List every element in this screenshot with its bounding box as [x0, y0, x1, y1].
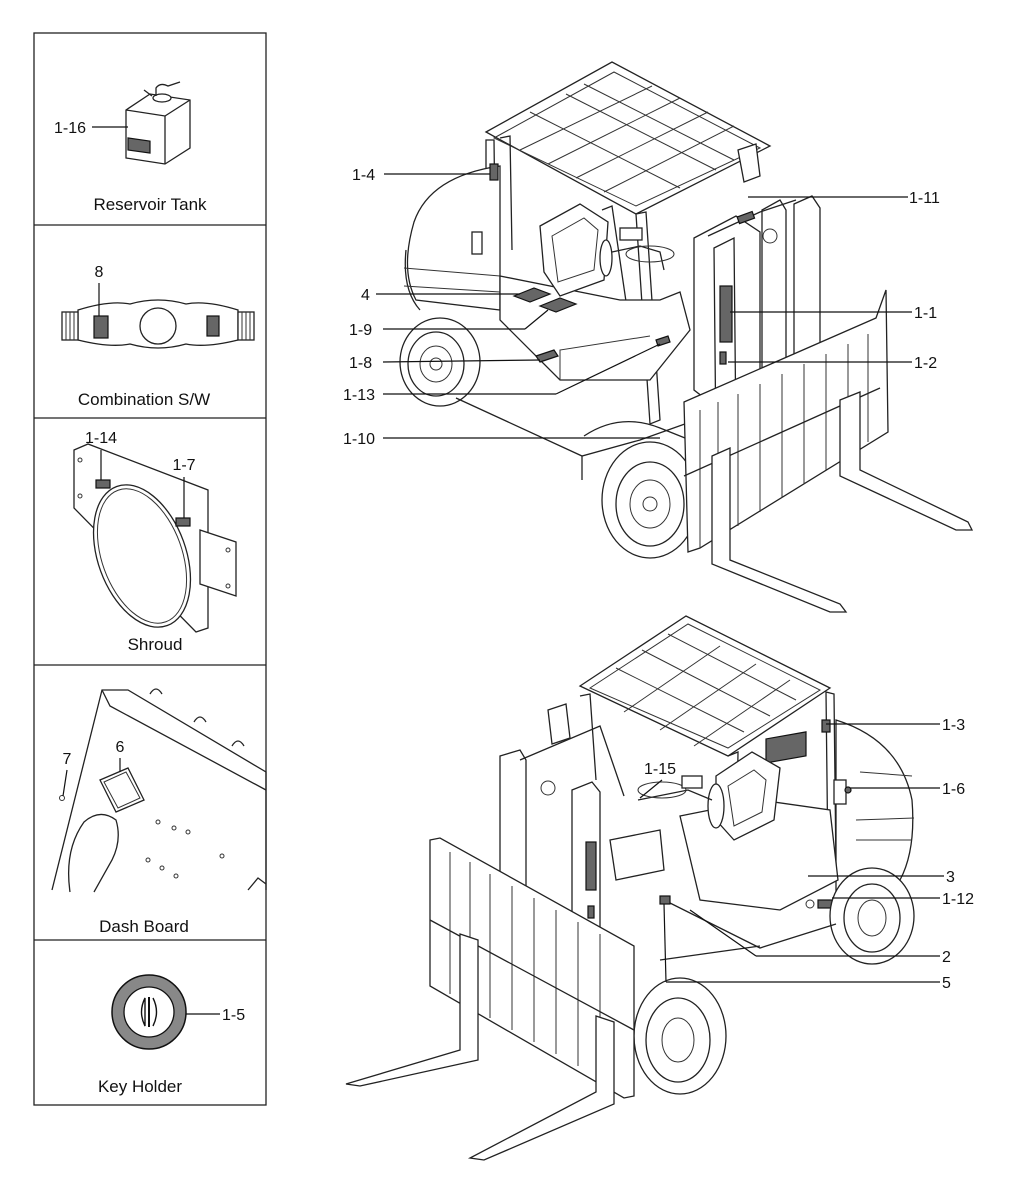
callout-1-11: 1-11: [909, 190, 940, 207]
callout-7: 7: [63, 751, 72, 768]
shroud-decal-right: [175, 517, 191, 527]
callout-1-10: 1-10: [343, 431, 375, 448]
leader-line: [382, 359, 541, 363]
callout-1-9: 1-9: [349, 322, 372, 339]
reservoir-tank-drawing: [125, 81, 191, 165]
callout-1-5: 1-5: [222, 1007, 245, 1024]
callout-1-12: 1-12: [942, 891, 974, 908]
left-panel-stack: [33, 32, 267, 1106]
leader-line: [62, 769, 68, 797]
combination-sw-decal-right: [206, 315, 220, 337]
leader-line: [639, 779, 663, 799]
forklift-bottom-drawing: [345, 615, 915, 1161]
dash-board-drawing: [51, 688, 267, 893]
panel-title-dash-board: Dash Board: [99, 917, 189, 936]
callout-5: 5: [942, 975, 951, 992]
leader-line: [689, 909, 757, 957]
callout-1-6: 1-6: [942, 781, 965, 798]
panel-title-shroud: Shroud: [128, 635, 183, 654]
key-holder-drawing: [111, 974, 187, 1050]
hood-decal: [765, 731, 807, 764]
leader-line: [555, 343, 661, 395]
reservoir-decal: [127, 137, 151, 154]
callout-1-4: 1-4: [352, 167, 375, 184]
dash-board-decal: [99, 767, 145, 813]
callout-1-1: 1-1: [914, 305, 937, 322]
panel-title-reservoir-tank: Reservoir Tank: [93, 195, 207, 214]
panel-title-combination-sw: Combination S/W: [78, 390, 210, 409]
callout-1-14: 1-14: [85, 430, 117, 447]
mast-decal: [585, 841, 597, 891]
forklift-top-drawing: [399, 61, 974, 613]
callout-1-8: 1-8: [349, 355, 372, 372]
callout-4: 4: [361, 287, 370, 304]
shroud-decal-left: [95, 479, 111, 489]
dash-board-panel: 7 6 Dash Board: [51, 688, 267, 936]
callout-8: 8: [95, 264, 104, 281]
leader-line: [663, 903, 667, 983]
callout-1-15: 1-15: [644, 761, 676, 778]
panel-title-key-holder: Key Holder: [98, 1077, 182, 1096]
reservoir-tank-panel: 1-16 Reservoir Tank: [54, 81, 207, 214]
callout-6: 6: [116, 739, 125, 756]
combination-sw-drawing: [61, 299, 255, 349]
callout-2: 2: [942, 949, 951, 966]
callout-1-16: 1-16: [54, 120, 86, 137]
shroud-drawing: [73, 443, 237, 633]
forklift-bottom-callouts: 1-3 1-15 1-6 3 1-12 2 5: [639, 717, 974, 992]
shroud-panel: 1-14 1-7 Shroud: [73, 430, 237, 654]
callout-1-7: 1-7: [172, 457, 195, 474]
callout-3: 3: [946, 869, 955, 886]
combination-sw-decal-left: [93, 315, 109, 339]
forklift-top-callouts: 1-4 1-11 4 1-1 1-9 1-8 1-2 1-13 1-10: [343, 167, 940, 448]
leader-line: [524, 309, 549, 330]
combination-sw-panel: 8 Combination S/W: [61, 264, 255, 409]
mast-decal: [719, 285, 733, 343]
callout-1-2: 1-2: [914, 355, 937, 372]
callout-1-13: 1-13: [343, 387, 375, 404]
callout-1-3: 1-3: [942, 717, 965, 734]
panel-frame: [33, 32, 267, 1106]
key-holder-panel: 1-5 Key Holder: [98, 974, 245, 1096]
